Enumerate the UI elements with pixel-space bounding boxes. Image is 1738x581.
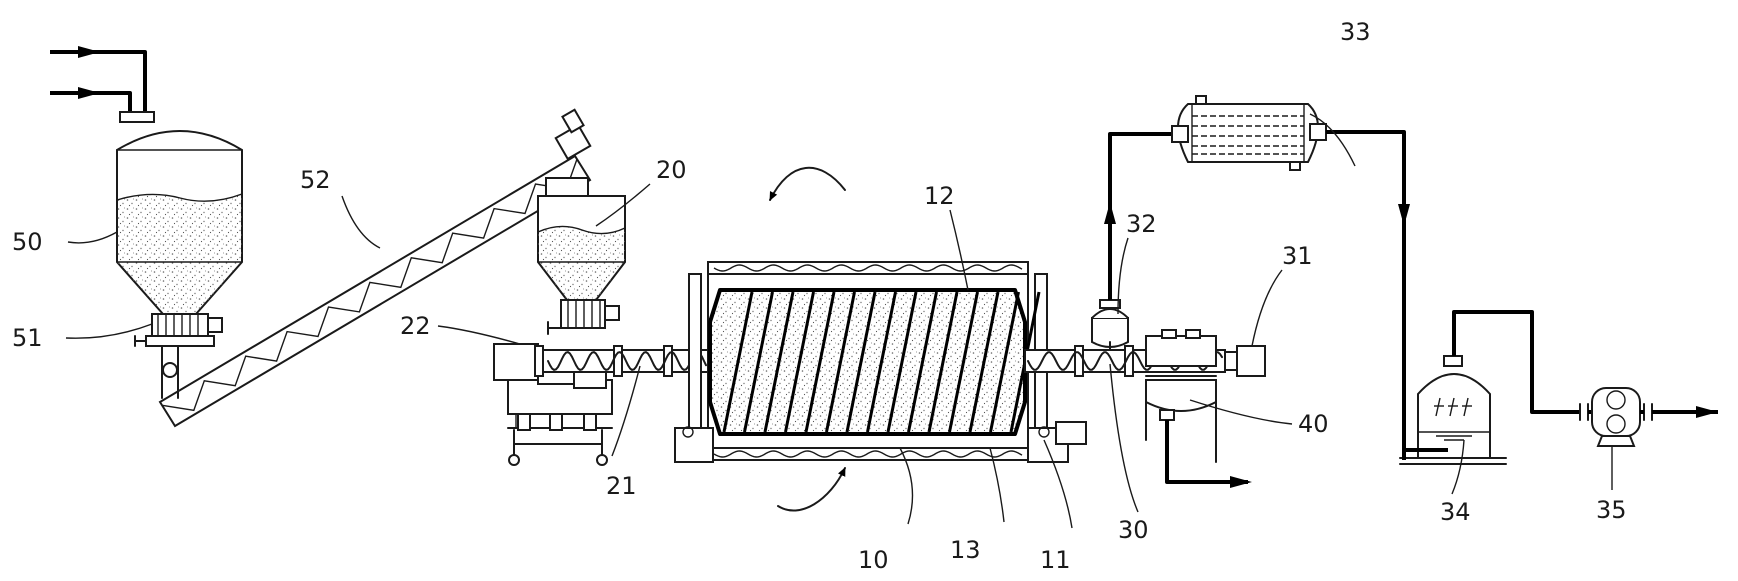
vacuum-pump	[1579, 387, 1718, 447]
label-51: 51	[12, 324, 43, 352]
drum-flight	[784, 291, 815, 433]
label-34: 34	[1440, 498, 1471, 526]
label-35: 35	[1596, 496, 1627, 524]
separator-tank	[1399, 310, 1580, 465]
drum-flight	[927, 291, 959, 433]
drum-flight	[743, 291, 774, 433]
rotation-arrows	[769, 166, 846, 512]
vapor-line-condenser	[1104, 95, 1410, 460]
drum-flight	[825, 291, 856, 433]
drum-flight	[722, 291, 754, 433]
feed-hopper	[537, 177, 626, 335]
label-11: 11	[1040, 546, 1071, 574]
feed-screw-conveyor	[534, 345, 709, 377]
label-40: 40	[1298, 410, 1329, 438]
silo-rotary-valve	[134, 313, 223, 347]
drum-flight	[763, 291, 795, 433]
label-31: 31	[1282, 242, 1313, 270]
label-30: 30	[1118, 516, 1149, 544]
label-50: 50	[12, 228, 43, 256]
inclined-screw-conveyor	[158, 108, 592, 428]
drum-flight	[866, 291, 897, 433]
label-21: 21	[606, 472, 637, 500]
drum-flight	[845, 291, 877, 433]
label-13: 13	[950, 536, 981, 564]
label-52: 52	[300, 166, 331, 194]
dust-collector	[1091, 299, 1129, 351]
drum-flight	[804, 291, 836, 433]
drum-flight	[907, 291, 938, 433]
drum-flight	[948, 291, 979, 433]
storage-silo	[116, 130, 243, 315]
drum-flight	[968, 291, 1000, 433]
label-33: 33	[1340, 18, 1371, 46]
label-12: 12	[924, 182, 955, 210]
drum-flight	[886, 291, 918, 433]
leader-lines	[65, 113, 1613, 529]
reference-labels: 50 51 52 20 22 21 12 13 10 11 30 32 31 3…	[12, 18, 1627, 574]
label-20: 20	[656, 156, 687, 184]
label-22: 22	[400, 312, 431, 340]
label-32: 32	[1126, 210, 1157, 238]
drum-flight	[989, 291, 1020, 433]
label-10: 10	[858, 546, 889, 574]
inlet-pipes	[50, 46, 155, 123]
inner-drum-spiral	[708, 288, 1041, 436]
receiving-tank	[1145, 329, 1252, 488]
